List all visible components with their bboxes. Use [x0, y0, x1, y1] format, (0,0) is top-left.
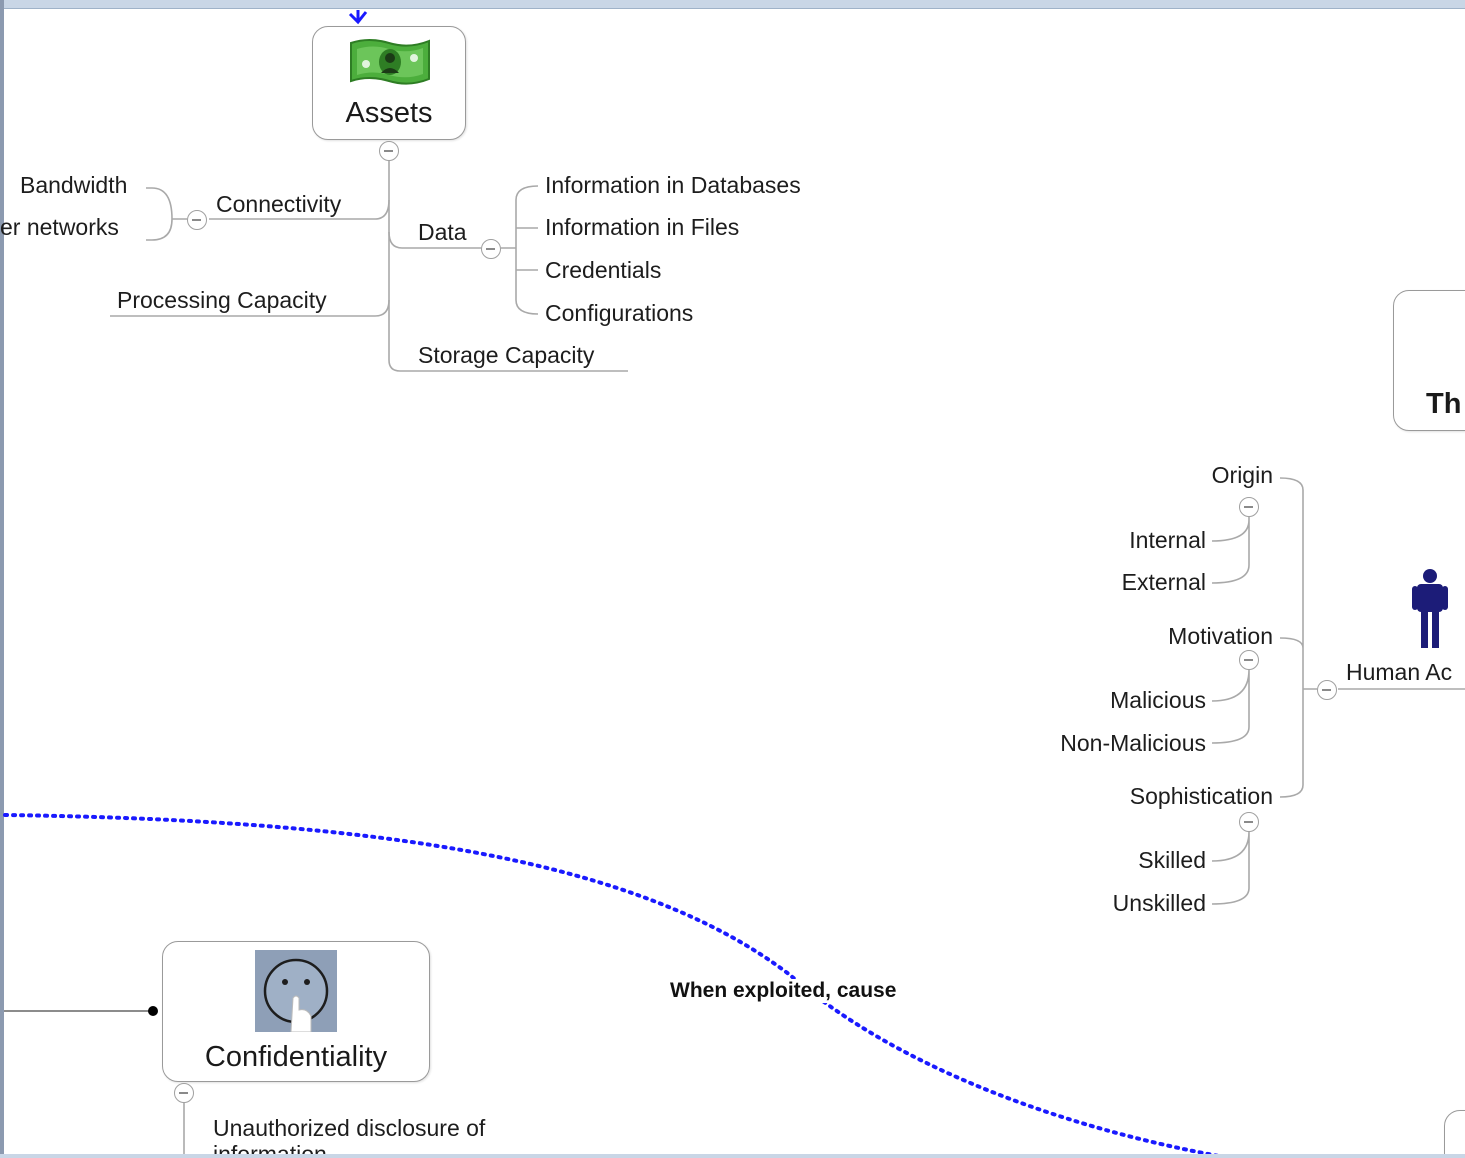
- window-bottom-border: [0, 1154, 1465, 1158]
- motivation-collapse-button[interactable]: [1239, 650, 1259, 670]
- skilled-label[interactable]: Skilled: [1138, 847, 1206, 873]
- window-left-border: [0, 0, 4, 1158]
- connectivity-link: [209, 199, 390, 220]
- info-files-label[interactable]: Information in Files: [545, 214, 740, 240]
- bandwidth-label[interactable]: Bandwidth: [20, 172, 128, 198]
- origin-children-bracket: [1211, 517, 1250, 584]
- exploited-relationship-curve: [3, 813, 1232, 1158]
- other-networks-label[interactable]: er networks: [0, 214, 119, 240]
- sophistication-label[interactable]: Sophistication: [1129, 783, 1273, 809]
- processing-capacity-label[interactable]: Processing Capacity: [117, 287, 327, 313]
- unauthorized-disclosure-label[interactable]: Unauthorized disclosure of information: [213, 1115, 486, 1158]
- secret-hush-icon: [255, 950, 337, 1032]
- connectivity-collapse-button[interactable]: [187, 210, 207, 230]
- data-label[interactable]: Data: [418, 219, 467, 245]
- external-label[interactable]: External: [1121, 569, 1206, 595]
- confidentiality-topic[interactable]: Confidentiality: [162, 941, 430, 1082]
- relationship-label[interactable]: When exploited, cause: [668, 979, 899, 1003]
- sophistication-collapse-button[interactable]: [1239, 812, 1259, 832]
- origin-label[interactable]: Origin: [1211, 462, 1273, 488]
- person-icon: [1412, 569, 1448, 648]
- data-collapse-button[interactable]: [481, 239, 501, 259]
- window-top-border: [0, 0, 1465, 9]
- money-icon: [350, 39, 430, 85]
- assets-topic[interactable]: Assets: [312, 26, 466, 140]
- assets-title: Assets: [345, 97, 433, 129]
- assets-collapse-button[interactable]: [379, 141, 399, 161]
- connectivity-label[interactable]: Connectivity: [216, 191, 342, 217]
- configurations-label[interactable]: Configurations: [545, 300, 694, 326]
- relationship-end-dot: [148, 1006, 158, 1016]
- internal-label[interactable]: Internal: [1129, 527, 1206, 553]
- info-databases-label[interactable]: Information in Databases: [545, 172, 801, 198]
- data-link: [388, 231, 481, 249]
- assets-trunk-line: [388, 160, 628, 372]
- storage-capacity-label[interactable]: Storage Capacity: [418, 342, 595, 368]
- data-children-bracket: [501, 185, 539, 315]
- threats-topic[interactable]: Th: [1393, 290, 1465, 431]
- malicious-label[interactable]: Malicious: [1110, 687, 1206, 713]
- threats-title: Th: [1426, 388, 1462, 420]
- confidentiality-collapse-button[interactable]: [174, 1083, 194, 1103]
- processing-link: [110, 299, 390, 317]
- motivation-label[interactable]: Motivation: [1168, 623, 1273, 649]
- unskilled-label[interactable]: Unskilled: [1112, 890, 1206, 916]
- human-actor-label[interactable]: Human Ac: [1346, 659, 1453, 685]
- human-actor-collapse-button[interactable]: [1317, 680, 1337, 700]
- connectivity-children-bracket: [146, 187, 187, 241]
- confidentiality-title: Confidentiality: [204, 1041, 388, 1073]
- motivation-children-bracket: [1211, 669, 1250, 744]
- origin-collapse-button[interactable]: [1239, 497, 1259, 517]
- offscreen-topic[interactable]: [1444, 1110, 1465, 1158]
- non-malicious-label[interactable]: Non-Malicious: [1060, 730, 1206, 756]
- incoming-arrow-icon: [348, 10, 368, 25]
- human-actor-bracket: [1279, 477, 1317, 798]
- sophistication-children-bracket: [1211, 831, 1250, 905]
- credentials-label[interactable]: Credentials: [545, 257, 662, 283]
